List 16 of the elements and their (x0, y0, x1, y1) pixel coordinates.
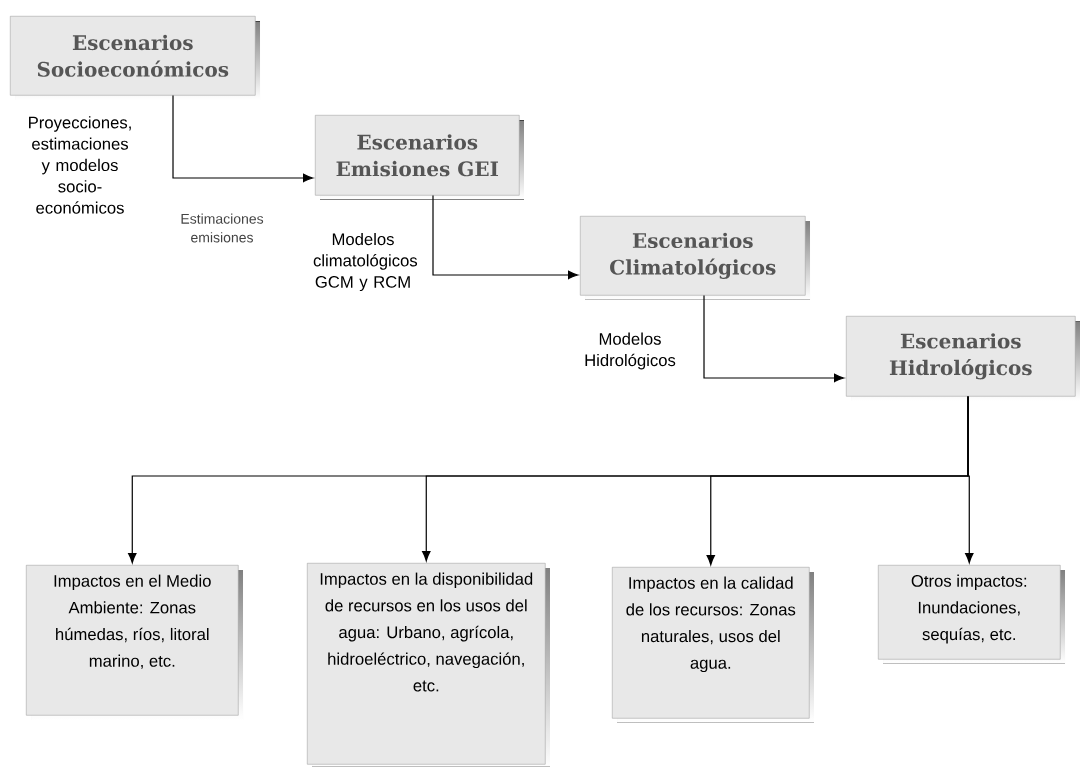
scenario-box: Escenarios Climatológicos (580, 216, 810, 300)
impact-box: Otros impactos: Inundaciones, sequías, etc. (878, 565, 1065, 664)
impact-box: Impactos en la disponibilidad de recursos en los usos del agua: Urbano, agrícola, hidroeléctrico, navegación, etc. (307, 563, 550, 767)
scenario-box: Escenarios Hidrológicos (846, 316, 1080, 401)
elbow-arrow (432, 194, 579, 280)
impact-box: Impactos en la calidad de los recursos: Zonas naturales, usos del agua. (612, 567, 814, 723)
elbow-arrow (172, 94, 314, 183)
impact-box: Impactos en el Medio Ambiente: Zonas húmedas, ríos, litoral marino, etc. (26, 565, 243, 720)
scenario-box: Escenarios Socioeconómicos (10, 16, 260, 100)
elbow-arrow (703, 294, 845, 383)
edge-label: Modelos Hidrológicos (578, 331, 682, 371)
branch-arrow (965, 395, 974, 564)
scenario-box: Escenarios Emisiones GEI (315, 115, 524, 200)
edge-label: Modelos climatológicos GCM y RCM (311, 231, 418, 293)
annotation-text: Estimaciones emisiones (181, 213, 264, 243)
edge-label: Proyecciones, estimaciones y modelos socio-económicos (22, 114, 138, 216)
